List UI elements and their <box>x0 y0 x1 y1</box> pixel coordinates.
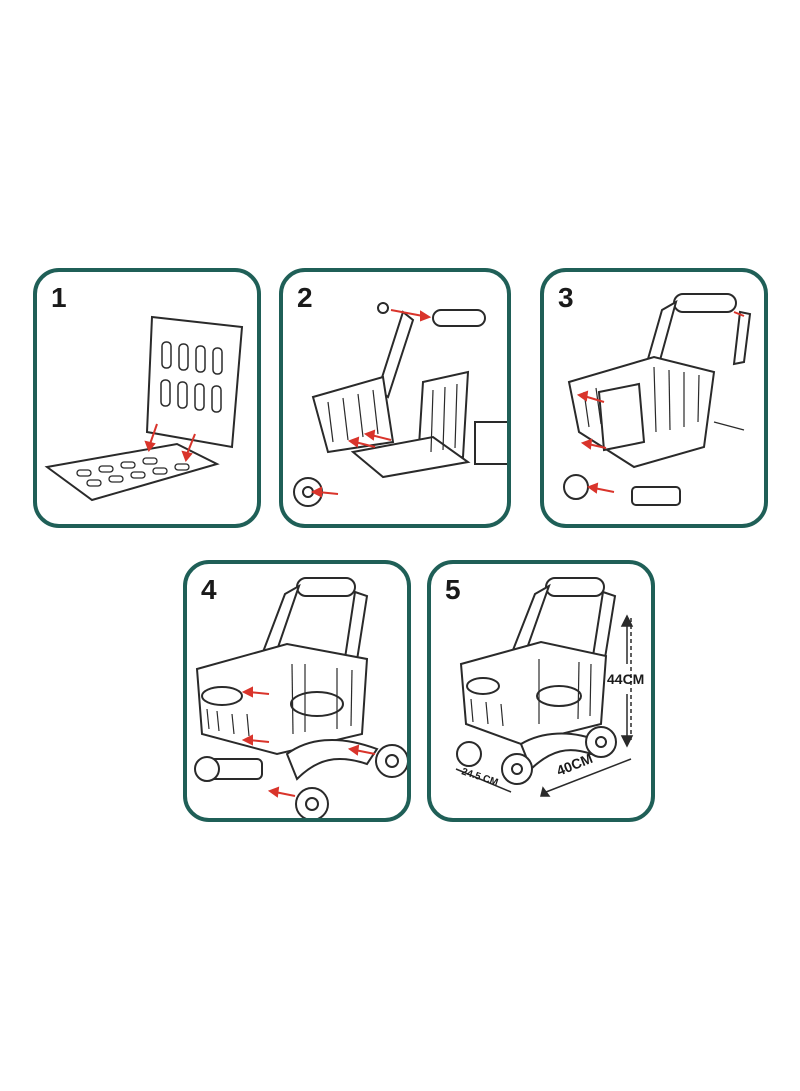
step-3-panel: 3 <box>540 268 768 528</box>
step-number: 5 <box>445 574 461 605</box>
step-5-illustration: 44CM 40CM 24.5 CM <box>455 577 644 797</box>
step-1-panel: 1 <box>33 268 261 528</box>
step-4-panel: 4 <box>183 560 411 822</box>
step-3-illustration <box>563 293 752 506</box>
step-number: 1 <box>51 282 67 313</box>
length-dimension-label: 40CM <box>554 750 595 779</box>
step-4-illustration <box>194 577 407 818</box>
step-2-illustration <box>293 302 507 507</box>
step-2-panel: 2 <box>279 268 511 528</box>
step-number: 4 <box>201 574 217 605</box>
height-dimension-label: 44CM <box>607 671 644 687</box>
step-1-illustration <box>44 315 244 502</box>
step-number: 2 <box>297 282 313 313</box>
width-dimension-label: 24.5 CM <box>460 766 499 788</box>
step-5-panel: 5 <box>427 560 655 822</box>
step-number: 3 <box>558 282 574 313</box>
